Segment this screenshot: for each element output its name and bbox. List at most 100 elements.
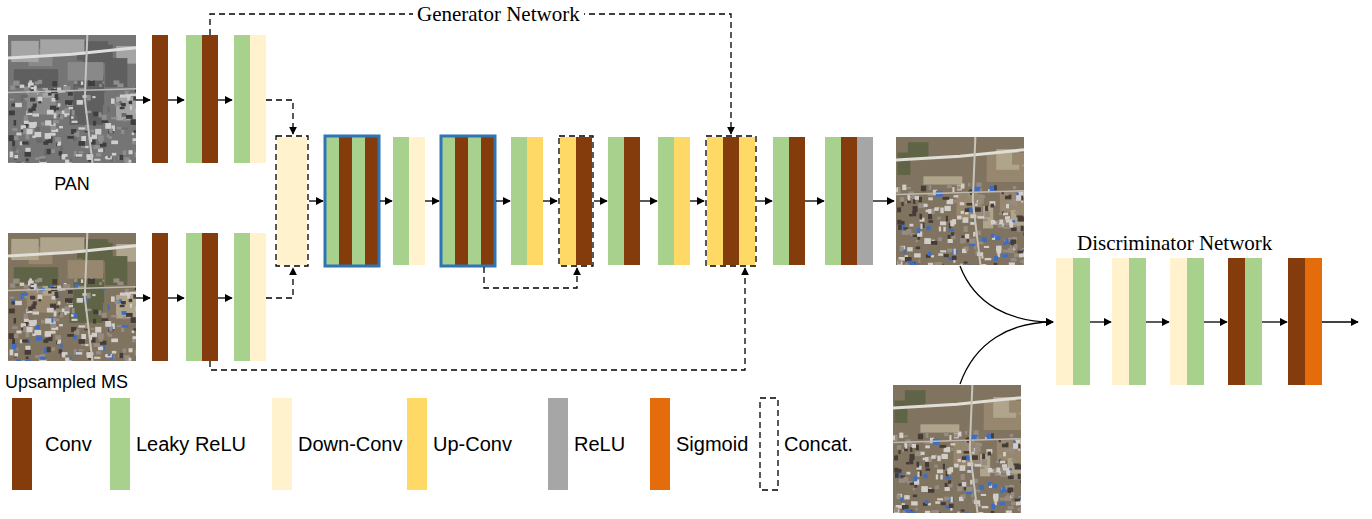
building (970, 480, 972, 485)
building (112, 351, 116, 354)
building (906, 472, 910, 475)
building (961, 211, 964, 214)
legend-text: Down-Conv (298, 432, 402, 456)
building (935, 262, 942, 265)
building (24, 121, 29, 124)
building (919, 197, 922, 202)
building (916, 247, 920, 250)
building (48, 291, 51, 294)
building (919, 214, 922, 220)
building (907, 201, 911, 204)
building (999, 246, 1001, 251)
building (903, 250, 906, 254)
building (34, 132, 41, 137)
flow-arrow (425, 200, 439, 201)
building (74, 331, 77, 334)
building (949, 435, 951, 440)
building (945, 487, 950, 491)
building (26, 158, 29, 161)
building (59, 349, 63, 353)
building (954, 249, 956, 255)
legend-swatch (12, 398, 32, 490)
building (918, 259, 920, 262)
layer-stripe (1187, 258, 1204, 385)
building (893, 435, 897, 440)
building (917, 471, 921, 477)
building (29, 80, 32, 84)
building (976, 490, 980, 493)
building (102, 115, 107, 120)
layer-block (186, 35, 218, 163)
field-patch (983, 206, 993, 229)
building (1016, 195, 1021, 201)
building (1018, 448, 1020, 450)
building (31, 86, 36, 92)
building (965, 234, 969, 239)
building (910, 483, 914, 485)
building (911, 501, 918, 505)
building (24, 284, 29, 288)
image-ground (893, 385, 1021, 513)
building (46, 149, 50, 155)
building (1003, 250, 1009, 253)
flow-arrow (496, 200, 510, 201)
building (109, 129, 112, 133)
building (12, 140, 15, 146)
building (928, 489, 934, 493)
building (941, 454, 947, 459)
building (957, 185, 962, 191)
building (133, 294, 136, 298)
building (99, 337, 103, 342)
building (16, 133, 21, 136)
building (978, 199, 982, 205)
building (991, 511, 994, 513)
building (32, 312, 39, 315)
building (35, 127, 40, 131)
building (948, 235, 951, 239)
building (12, 300, 15, 304)
building (996, 494, 998, 499)
building (928, 220, 933, 223)
building (943, 197, 950, 200)
building (112, 153, 116, 156)
building (937, 456, 940, 462)
layer-block (152, 233, 168, 361)
building (136, 307, 137, 311)
legend-text: Leaky ReLU (136, 432, 246, 456)
building (991, 504, 995, 509)
building (69, 305, 73, 307)
building (62, 154, 68, 157)
field-patch (894, 401, 907, 423)
building (975, 447, 979, 453)
building (962, 456, 966, 460)
building (913, 235, 917, 237)
layer-block (1228, 258, 1262, 385)
building (940, 221, 946, 225)
building (87, 95, 91, 101)
building (964, 261, 968, 263)
layer-stripe (365, 137, 378, 265)
building (45, 133, 51, 139)
building (1011, 258, 1017, 261)
building (969, 239, 975, 244)
building (982, 454, 985, 460)
building (34, 330, 41, 335)
building (13, 334, 18, 338)
field-patch (923, 176, 962, 184)
building (912, 444, 916, 448)
building (121, 301, 126, 304)
building (951, 448, 953, 451)
building (111, 338, 118, 342)
building (944, 254, 949, 257)
building (932, 510, 939, 513)
legend-text: Concat. (784, 432, 853, 456)
road (973, 137, 981, 265)
building (123, 150, 127, 154)
building (995, 472, 1000, 476)
building (71, 116, 74, 119)
building (94, 159, 100, 161)
building (937, 217, 941, 220)
building (130, 106, 132, 110)
satellite-image (896, 137, 1024, 265)
building (1020, 260, 1024, 263)
